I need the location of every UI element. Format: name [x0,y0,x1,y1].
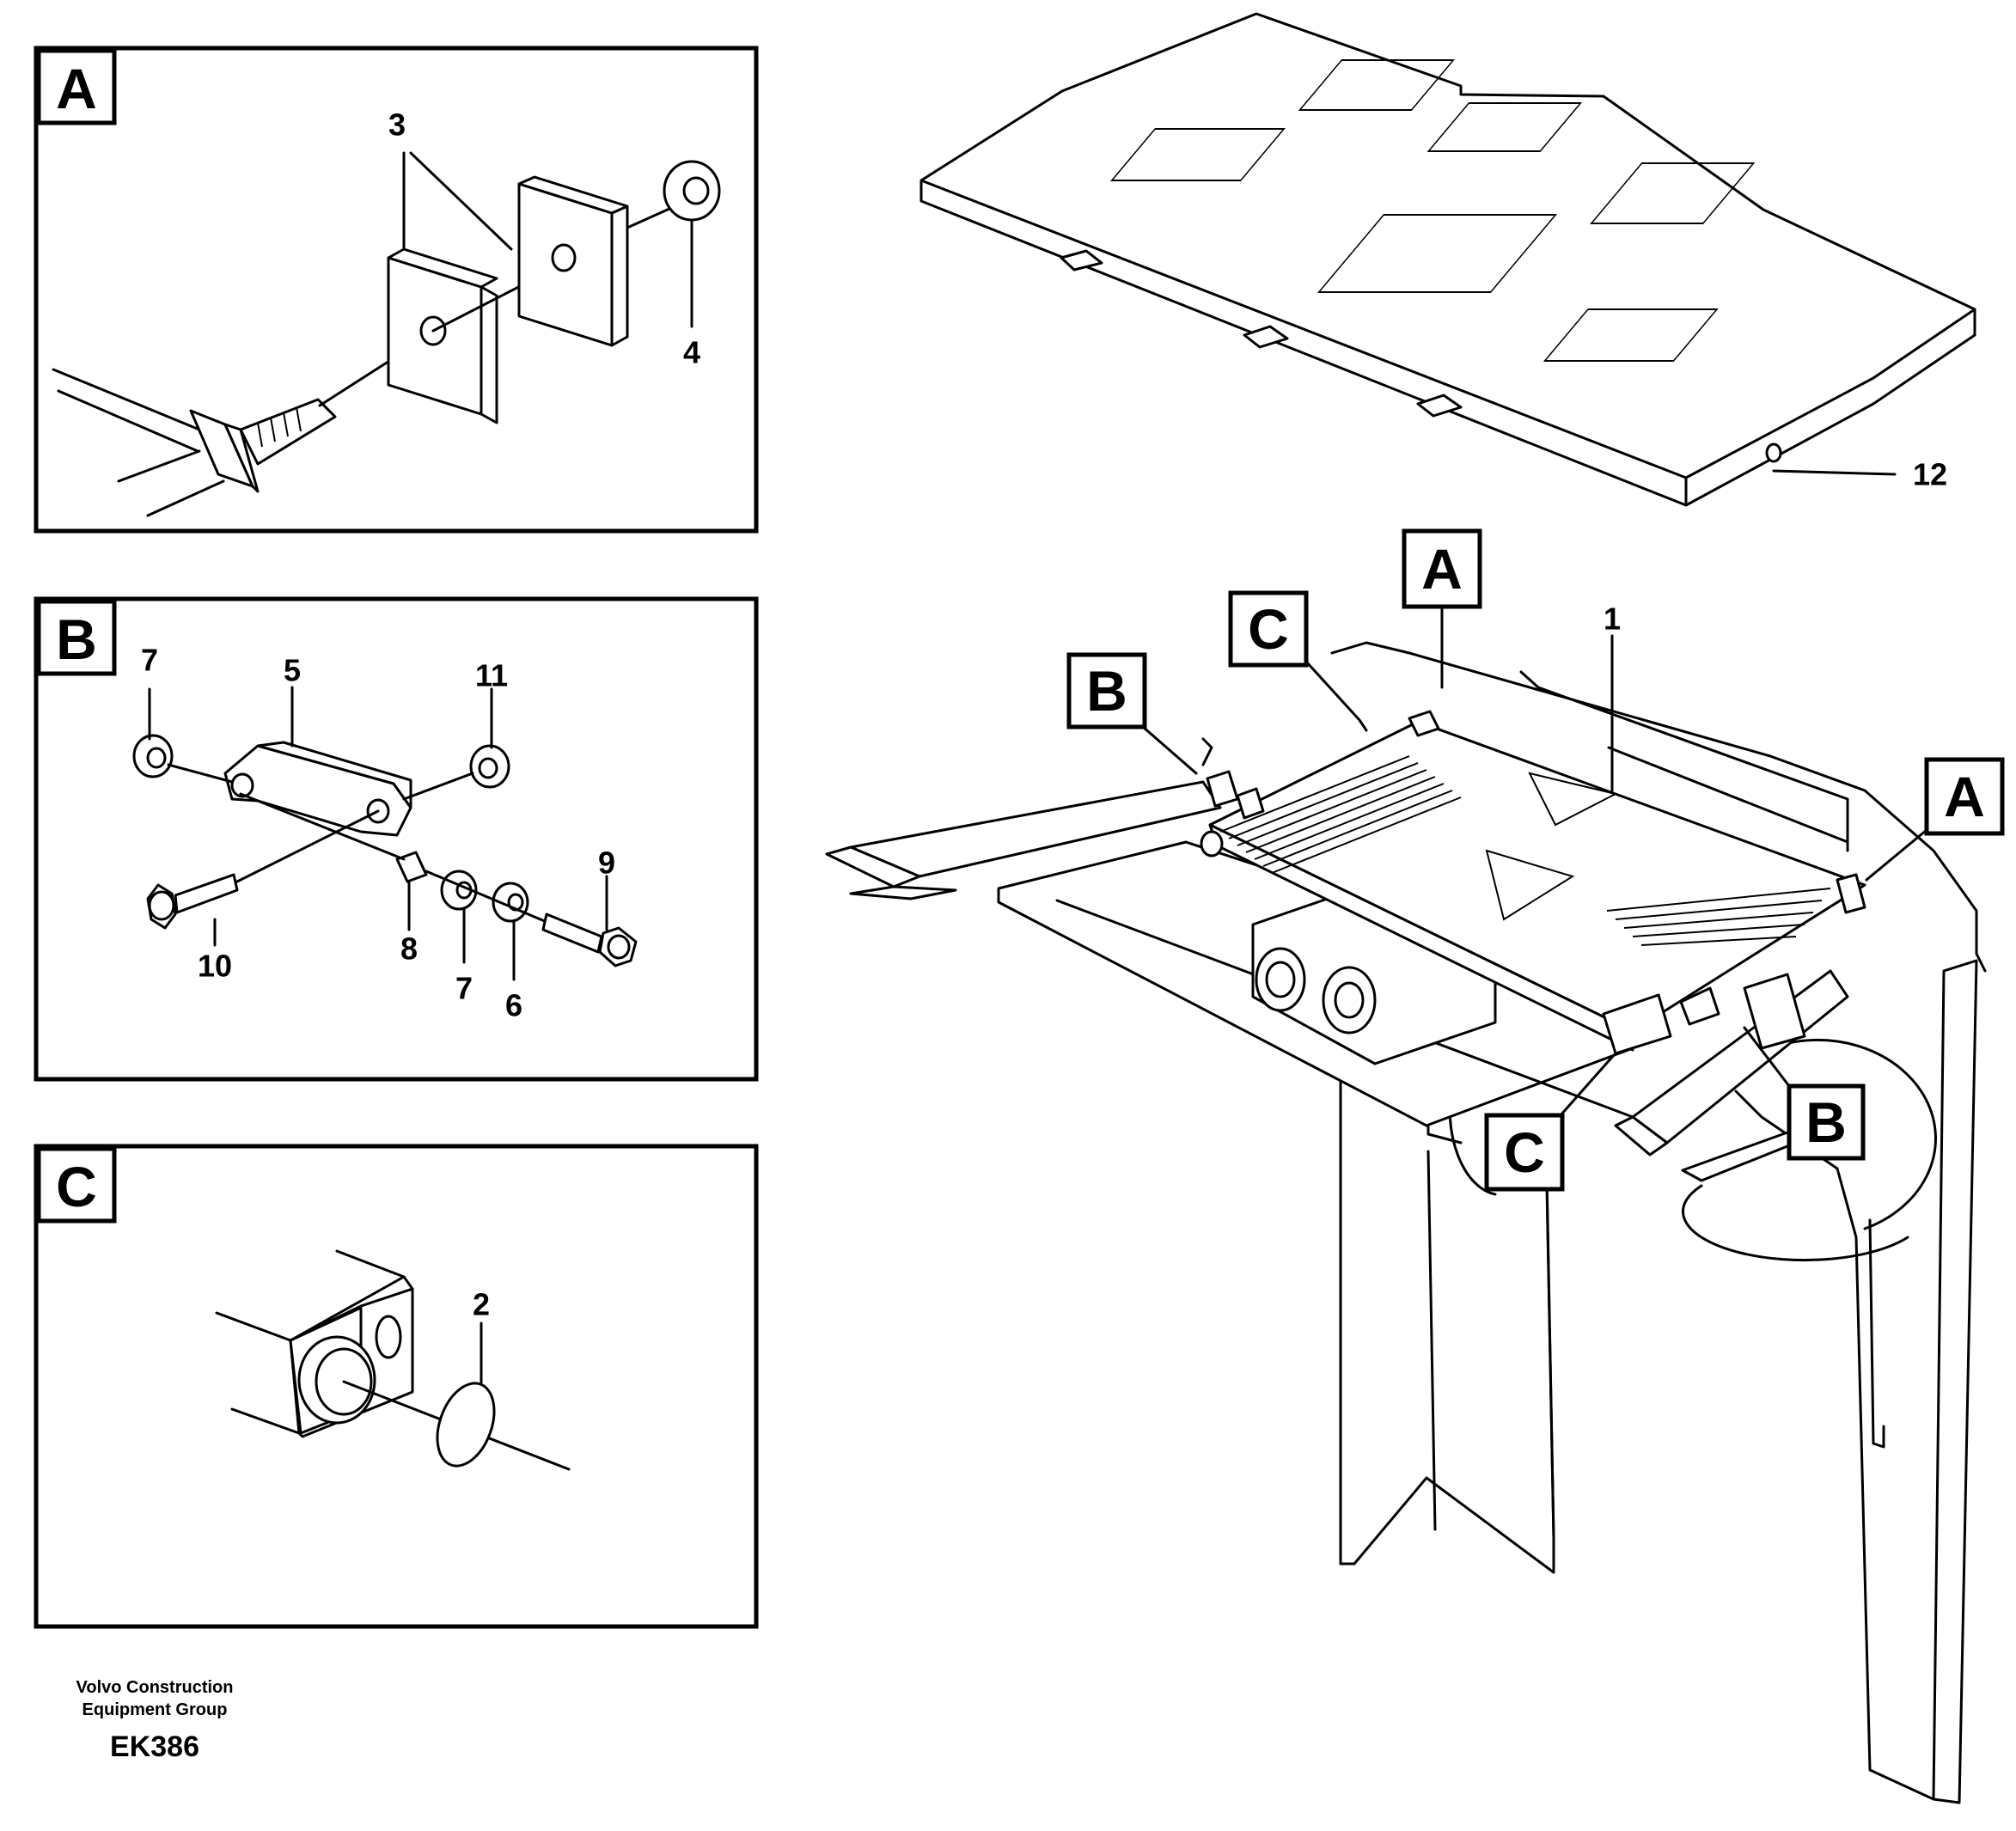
callout-7-top: 7 [141,643,158,678]
main-tag-a-right: A [1944,765,1985,828]
detail-a-plate-rear [517,175,681,347]
detail-a-bolt-tube [52,333,431,517]
leader-3b [409,151,513,251]
callout-4: 4 [683,335,700,370]
right-support-arm [1614,969,1849,1182]
top-cover [919,12,1976,507]
detail-a-tag: A [56,57,97,120]
left-support-arm [825,737,1222,900]
main-tag-b-right: B [1805,1090,1847,1154]
footer-credit: Volvo Construction Equipment Group EK386 [76,1678,234,1763]
callout-3: 3 [388,107,406,143]
detail-b-bolt-10 [146,809,380,930]
cab-frame [1330,641,1987,1804]
top-cover-clip-2 [1243,325,1289,349]
callout-5: 5 [284,653,301,688]
main-tag-c-bottom: C [1504,1120,1545,1184]
detail-a-nut [663,160,721,328]
top-cover-clip-3 [1416,394,1463,418]
detail-c-tag: C [56,1155,97,1218]
detail-a-panel: A [34,46,759,534]
main-tag-c-top: C [1248,597,1289,661]
top-cover-clip-1 [1060,249,1103,272]
callout-10: 10 [198,949,232,984]
main-tag-a-top: A [1421,537,1463,601]
detail-c-panel: C 2 [34,1144,759,1629]
condenser-bracket-right [1836,873,1866,914]
detail-a-plate-front [387,247,569,424]
main-view-tags: C A B A C B 1 12 [1066,457,2005,1192]
callout-2: 2 [473,1287,490,1322]
callout-8: 8 [400,931,418,967]
detail-b-tag: B [56,607,97,671]
main-tag-b-left: B [1086,659,1127,723]
callout-9: 9 [598,845,615,881]
top-cover-vent-grilles [1109,59,1756,362]
condenser-core [1200,710,1866,1055]
condenser-inlet [1679,986,1720,1026]
condenser-outlet [1602,993,1672,1055]
detail-b-panel: B [34,596,759,1082]
callout-12: 12 [1913,457,1947,492]
drawing-code: EK386 [110,1730,199,1763]
detail-c-pipe-block [215,1249,571,1471]
detail-b-bolt-9 [541,912,638,967]
callout-1: 1 [1604,601,1621,637]
company-name-line1: Volvo Construction [76,1678,234,1697]
company-name-line2: Equipment Group [82,1700,228,1719]
callout-11: 11 [475,658,508,693]
callout-7-bottom: 7 [455,971,473,1006]
frame-base [997,840,1634,1127]
callout-6: 6 [505,988,522,1023]
